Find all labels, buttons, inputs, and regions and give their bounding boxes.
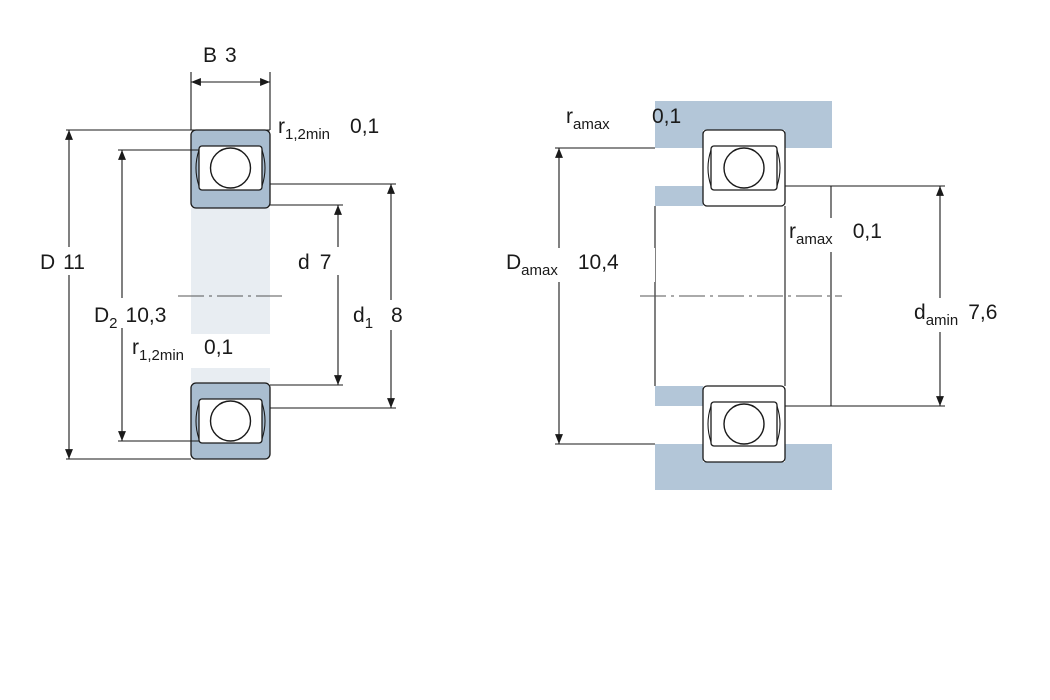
- ra-top-value: 0,1: [652, 105, 681, 128]
- mount-top-ball: [723, 147, 765, 189]
- bottom-seals: [195, 402, 266, 440]
- housing-bottom: [655, 444, 832, 490]
- mount-bottom-bearing: [702, 385, 786, 463]
- mount-top-seals: [707, 149, 781, 187]
- housing-top: [655, 101, 832, 148]
- top-seals: [195, 149, 266, 187]
- mount-top-bearing: [702, 129, 786, 207]
- mount-bottom-ball: [723, 403, 765, 445]
- shaft-shoulder-top: [655, 186, 703, 206]
- top-ring-section: [190, 129, 271, 209]
- bottom-ball: [209, 400, 252, 442]
- ra-top-label: ramax: [566, 105, 610, 133]
- shaft-shoulder-bottom: [655, 386, 703, 406]
- bottom-ring-section: [190, 382, 271, 460]
- top-ball: [209, 147, 252, 189]
- mount-bottom-seals: [707, 405, 781, 443]
